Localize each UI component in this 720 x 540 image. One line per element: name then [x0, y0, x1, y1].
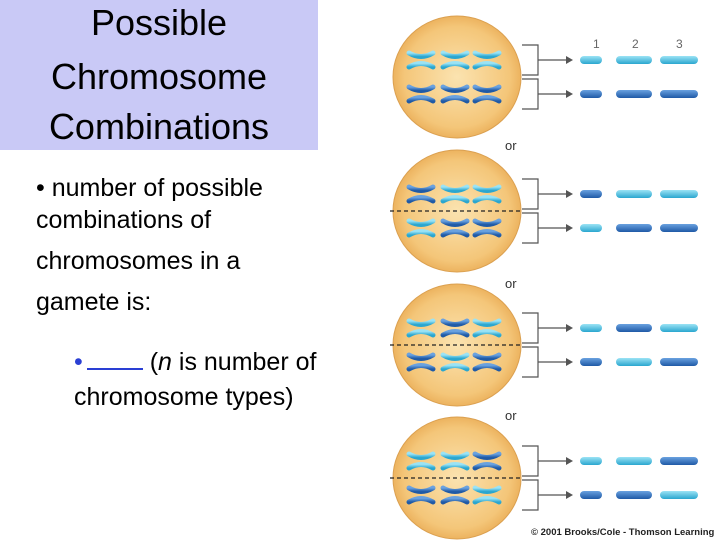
arrow-head [566, 90, 573, 98]
gamete-chromosome [580, 457, 602, 465]
arrow-head [566, 224, 573, 232]
bracket [522, 347, 538, 377]
gamete-chromosome [660, 224, 698, 232]
arrow-head [566, 190, 573, 198]
bracket [522, 179, 538, 209]
gamete-chromosome [660, 324, 698, 332]
gamete-chromosome [616, 56, 652, 64]
or-separator-2: or [505, 276, 517, 291]
arrow-head [566, 56, 573, 64]
gamete-chromosome [580, 491, 602, 499]
gamete-chromosome [660, 90, 698, 98]
bracket [522, 446, 538, 476]
gamete-chromosome [616, 457, 652, 465]
gamete-chromosome [616, 224, 652, 232]
arrow-head [566, 491, 573, 499]
gamete-chromosome [616, 491, 652, 499]
gamete-chromosome [660, 457, 698, 465]
or-separator-1: or [505, 138, 517, 153]
copyright-credit: © 2001 Brooks/Cole - Thomson Learning [531, 527, 715, 538]
bracket [522, 213, 538, 243]
column-number-3: 3 [676, 37, 683, 51]
gamete-chromosome [660, 358, 698, 366]
gamete-chromosome [580, 90, 602, 98]
gamete-chromosome [660, 56, 698, 64]
bracket [522, 79, 538, 109]
bracket [522, 45, 538, 75]
gamete-chromosome [616, 90, 652, 98]
or-separator-3: or [505, 408, 517, 423]
gamete-chromosome [660, 190, 698, 198]
column-number-2: 2 [632, 37, 639, 51]
arrow-head [566, 457, 573, 465]
gamete-chromosome [660, 491, 698, 499]
gamete-chromosome [580, 324, 602, 332]
gamete-chromosome [616, 358, 652, 366]
column-number-1: 1 [593, 37, 600, 51]
arrow-head [566, 358, 573, 366]
gamete-chromosome [616, 190, 652, 198]
gamete-chromosome [580, 358, 602, 366]
gamete-chromosome [616, 324, 652, 332]
gamete-chromosome [580, 56, 602, 64]
bracket [522, 480, 538, 510]
bracket [522, 313, 538, 343]
gamete-chromosome [580, 190, 602, 198]
cell [393, 16, 521, 138]
arrow-head [566, 324, 573, 332]
gamete-chromosome [580, 224, 602, 232]
